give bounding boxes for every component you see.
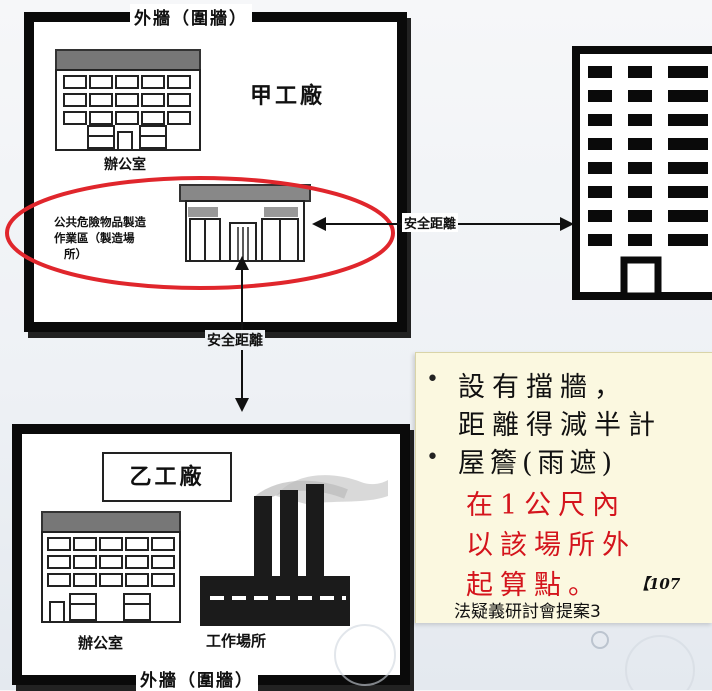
factory-b-workplace-building <box>200 475 388 626</box>
horizontal-distance-label: 安全距離 <box>402 213 459 232</box>
note-line-6: 起算點。 <box>466 570 602 601</box>
factory-b-wall-label: 外牆（圍牆） <box>136 666 258 691</box>
factory-a-name: 甲工廠 <box>250 83 326 109</box>
bullet-icon: • <box>426 445 439 470</box>
water-drop-decoration <box>334 624 695 690</box>
factory-b-office-building <box>41 511 181 623</box>
note-citation: 【107 <box>634 575 681 593</box>
neighbor-tower-building <box>572 46 712 300</box>
note-line-1: 設有擋牆， <box>458 372 628 403</box>
hazard-area-label-line3: 所） <box>64 247 87 261</box>
hazard-area-label: 公共危險物品製造 作業區（製造場 所） <box>54 214 146 262</box>
hazard-area-label-line1: 公共危險物品製造 <box>54 215 146 229</box>
note-line-2: 距離得減半計 <box>458 410 662 441</box>
factory-a-office-label: 辦公室 <box>104 157 146 173</box>
factory-b-name: 乙工廠 <box>102 452 232 502</box>
note-line-5: 以該場所外 <box>466 530 636 561</box>
notes-panel: • 設有擋牆， 距離得減半計 • 屋簷(雨遮) 在1公尺內 以該場所外 起算點。… <box>415 352 712 623</box>
factory-a-wall-label: 外牆（圍牆） <box>130 4 252 29</box>
vertical-distance-label: 安全距離 <box>205 330 265 350</box>
hazard-area-label-line2: 作業區（製造場 <box>54 231 135 245</box>
hazard-workplace-building <box>179 184 311 262</box>
factory-b-office-label: 辦公室 <box>78 634 124 652</box>
note-line-3: 屋簷(雨遮) <box>458 448 618 479</box>
note-line-4: 在1公尺內 <box>466 490 627 521</box>
note-line-7: 法疑義研討會提案3 <box>454 602 601 622</box>
bullet-icon: • <box>426 367 439 392</box>
factory-b-workplace-label: 工作場所 <box>206 632 267 650</box>
factory-a-office-building <box>55 49 201 151</box>
highlight-ring <box>5 176 395 290</box>
